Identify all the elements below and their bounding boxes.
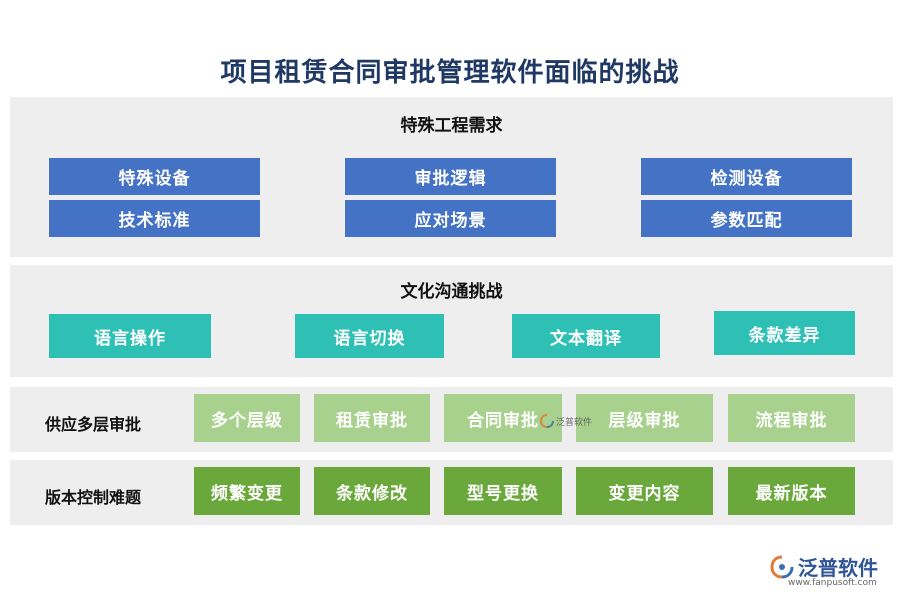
- challenge-box: 流程审批: [728, 394, 855, 442]
- challenge-box: 频繁变更: [194, 467, 300, 515]
- challenge-box: 变更内容: [576, 467, 713, 515]
- challenge-box: 审批逻辑: [345, 158, 556, 195]
- section-title: 文化沟通挑战: [400, 282, 503, 302]
- challenge-box: 语言操作: [49, 314, 211, 358]
- brand-name: 泛普软件: [798, 556, 878, 580]
- challenge-box: 文本翻译: [512, 314, 660, 358]
- challenge-box: 最新版本: [728, 467, 855, 515]
- fanpu-logo-icon: [770, 555, 794, 578]
- challenge-box: 层级审批: [576, 394, 713, 442]
- challenge-box: 多个层级: [194, 394, 300, 442]
- challenge-box: 参数匹配: [641, 200, 852, 237]
- challenge-box: 条款修改: [314, 467, 430, 515]
- challenge-box: 型号更换: [444, 467, 562, 515]
- brand-url: www.fanpusoft.com: [788, 578, 877, 588]
- challenge-box: 应对场景: [345, 200, 556, 237]
- challenge-box: 租赁审批: [314, 394, 430, 442]
- challenge-box: 特殊设备: [49, 158, 260, 195]
- row-label: 版本控制难题: [45, 488, 142, 507]
- challenge-box: 技术标准: [49, 200, 260, 237]
- section-cultural-communication: 文化沟通挑战 语言操作 语言切换 文本翻译 条款差异: [10, 265, 893, 377]
- challenge-box: 检测设备: [641, 158, 852, 195]
- challenge-box: 语言切换: [295, 314, 444, 358]
- watermark-text: 泛普软件: [556, 417, 593, 428]
- page-title: 项目租赁合同审批管理软件面临的挑战: [220, 58, 680, 88]
- challenge-box: 条款差异: [714, 311, 855, 355]
- section-version-control: 版本控制难题 频繁变更 条款修改 型号更换 变更内容 最新版本: [10, 460, 893, 525]
- center-watermark: 泛普软件: [540, 414, 592, 428]
- brand-logo: 泛普软件: [770, 552, 878, 581]
- section-title: 特殊工程需求: [400, 116, 503, 136]
- fanpu-logo-icon: [540, 414, 554, 428]
- row-label: 供应多层审批: [45, 415, 142, 434]
- section-multilevel-approval: 供应多层审批 多个层级 租赁审批 合同审批 层级审批 流程审批: [10, 387, 893, 452]
- section-special-engineering: 特殊工程需求 特殊设备 审批逻辑 检测设备 技术标准 应对场景 参数匹配: [10, 97, 893, 257]
